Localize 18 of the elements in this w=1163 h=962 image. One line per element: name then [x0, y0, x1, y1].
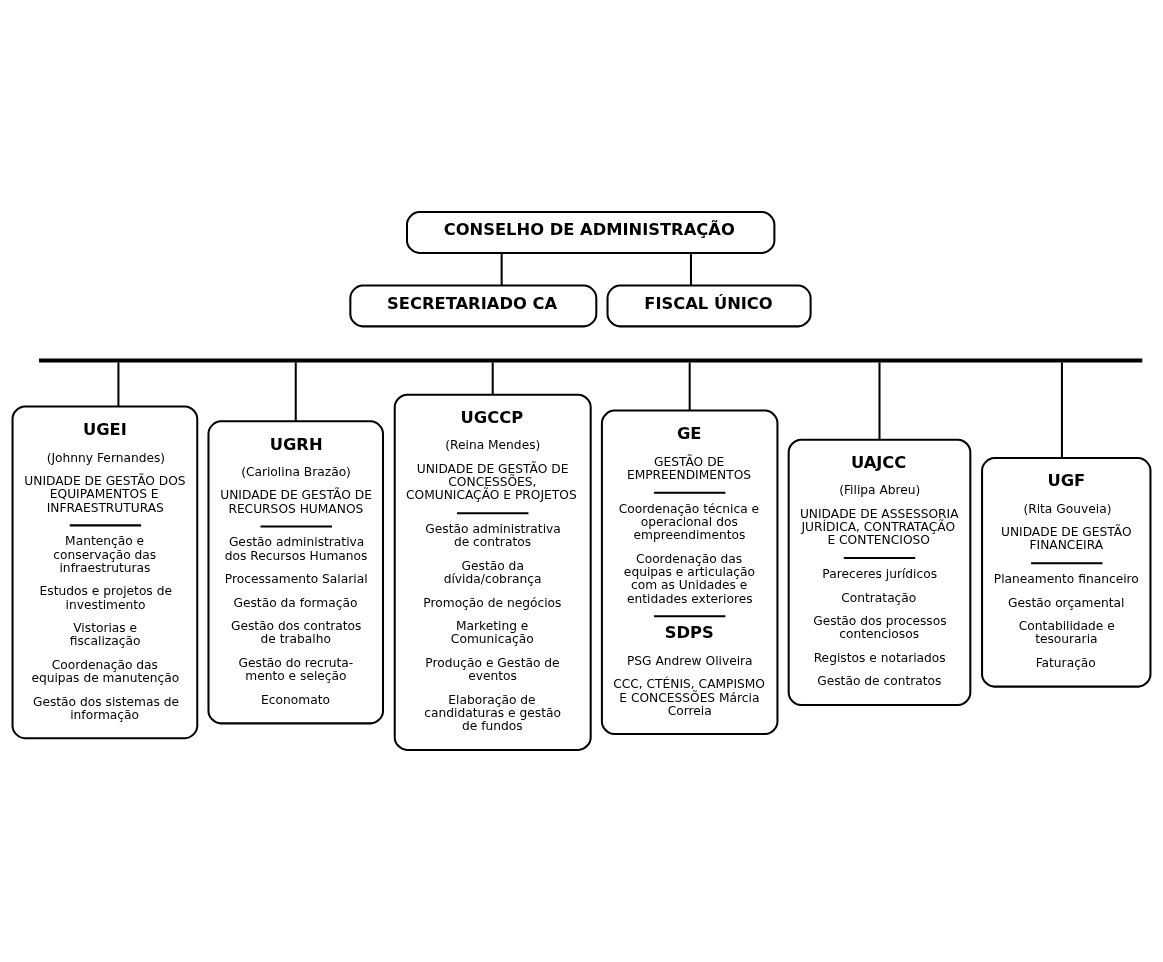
connector — [491, 362, 494, 395]
node-box: SECRETARIADO CA — [349, 284, 598, 328]
node-box: CONSELHO DE ADMINISTRAÇÃO — [405, 211, 776, 254]
connector — [1060, 362, 1063, 458]
node-box: UGRH (Cariolina Brazão) UNIDADE DE GESTÃO DE RECURSOS HUMANOS Gestão administrativa dos Recursos Humanos Processamento Salarial Gestão da formação Gestão dos contratos de trabalho Gestão do recruta- mento e seleção Economato — [207, 420, 384, 725]
connector — [294, 362, 297, 422]
connector — [500, 252, 503, 286]
node-box: GE GESTÃO DE EMPREENDIMENTOS Coordenação técnica e operacional dos empreendimentos Coordenação das equipas e articulação com as Unidades e entidades exteriores SDPS PSG Andrew Oliveira CCC, CTÉNIS, CAMPISMO E CONCESSÕES Márcia Correia — [600, 409, 779, 736]
node-bar — [39, 358, 1143, 363]
connector — [688, 362, 691, 411]
node-box: FISCAL ÚNICO — [606, 284, 812, 328]
node-box: UGF (Rita Gouveia) UNIDADE DE GESTÃO FINANCEIRA Planeamento financeiro Gestão orçamental Contabilidade e tesouraria Faturação — [981, 457, 1152, 688]
connector — [117, 362, 120, 407]
node-box: UAJCC (Filipa Abreu) UNIDADE DE ASSESSORIA JURÍDICA, CONTRATAÇÃO E CONTENCIOSO Pareceres jurídicos Contratação Gestão dos processos contenciosos Registos e notariados Gestão de contratos — [787, 438, 972, 707]
connector — [689, 252, 692, 286]
connector — [878, 362, 881, 440]
node-box: UGCCP (Reina Mendes) UNIDADE DE GESTÃO DE CONCESSÕES, COMUNICAÇÃO E PROJETOS Gestão administrativa de contratos Gestão da dívida/cobrança Promoção de negócios Marketing e Comunicação Produção e Gestão de eventos Elaboração de candidaturas e gestão de fundos — [393, 393, 592, 751]
node-box: UGEI (Johnny Fernandes) UNIDADE DE GESTÃO DOS EQUIPAMENTOS E INFRAESTRUTURAS Mantenção e conservação das infraestruturas Estudos e projetos de investimento Vistorias e fiscalização Coordenação das equipas de manutenção Gestão dos sistemas de informação — [11, 405, 199, 740]
